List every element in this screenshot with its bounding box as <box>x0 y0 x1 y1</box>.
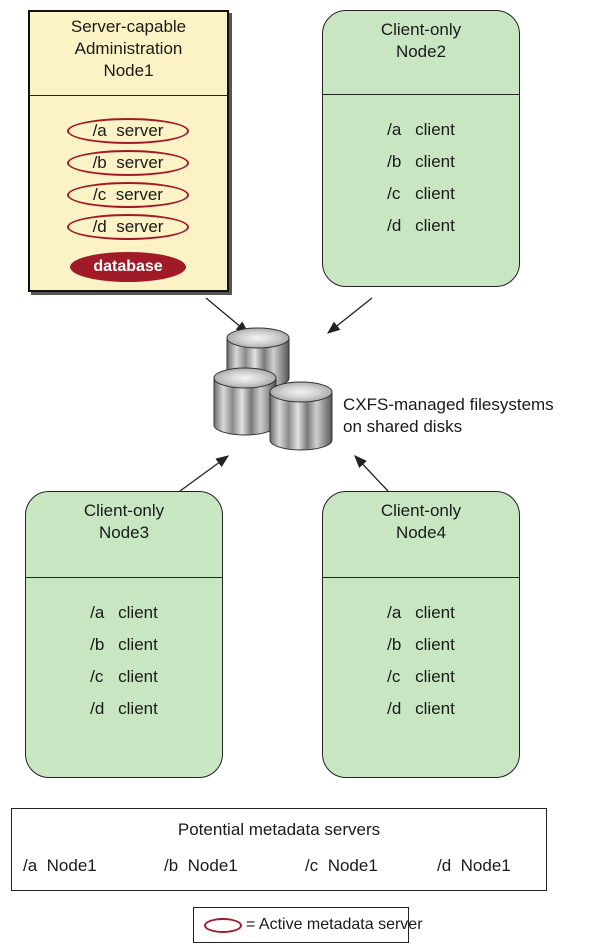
node4-box: Client-only Node4 /a client /b client /c cl… <box>322 491 520 778</box>
table-entry: /c Node1 <box>305 856 378 876</box>
fs-role: client <box>118 603 158 622</box>
node4-title-line: Client-only <box>380 501 462 520</box>
node1-box: Server-capable Administration Node1 /a s… <box>28 10 229 292</box>
entry-mount: /d <box>437 856 452 875</box>
fs-role: client <box>118 635 158 654</box>
fs-role: client <box>415 603 455 622</box>
node1-title-line: Node1 <box>103 61 154 80</box>
entry-node: Node1 <box>460 856 511 875</box>
arrow-node1-to-disks <box>205 297 249 334</box>
arrow-node2-to-disks <box>326 297 373 334</box>
node1-fs-a-active-server: /a server <box>67 118 189 144</box>
node1-fs-d-active-server: /d server <box>67 214 189 240</box>
database-badge: database <box>70 252 186 282</box>
fs-role: server <box>116 153 164 172</box>
fs-role: server <box>116 121 164 140</box>
fs-mount: /d <box>387 699 402 718</box>
fs-mount: /c <box>90 667 104 686</box>
node1-fs-b-active-server: /b server <box>67 150 189 176</box>
active-server-oval-icon <box>204 918 242 933</box>
node4-header: Client-only Node4 <box>323 492 519 578</box>
node4-fs-row: /d client <box>323 696 519 722</box>
table-entry: /a Node1 <box>23 856 97 876</box>
node1-fs-c-active-server: /c server <box>67 182 189 208</box>
fs-role: client <box>415 216 455 235</box>
fs-role: client <box>415 184 455 203</box>
node4-fs-row: /a client <box>323 600 519 626</box>
fs-role: client <box>118 667 158 686</box>
fs-role: server <box>115 185 163 204</box>
node3-header: Client-only Node3 <box>26 492 222 578</box>
node2-box: Client-only Node2 /a client /b client /c cl… <box>322 10 520 287</box>
fs-role: server <box>116 217 164 236</box>
entry-node: Node1 <box>46 856 97 875</box>
node2-fs-row: /d client <box>323 213 519 239</box>
fs-role: client <box>415 699 455 718</box>
node4-fs-row: /c client <box>323 664 519 690</box>
node3-fs-row: /d client <box>26 696 222 722</box>
fs-mount: /a <box>387 120 402 139</box>
fs-role: client <box>415 635 455 654</box>
shared-disks-label: CXFS-managed filesystems on shared disks <box>343 394 554 438</box>
node4-title-line: Node4 <box>395 523 447 542</box>
node2-fs-row: /a client <box>323 117 519 143</box>
node2-title-line: Client-only <box>380 20 462 39</box>
table-title: Potential metadata servers <box>177 820 381 839</box>
fs-role: client <box>415 152 455 171</box>
fs-role: client <box>415 120 455 139</box>
node4-fs-row: /b client <box>323 632 519 658</box>
node1-header: Server-capable Administration Node1 <box>30 12 227 96</box>
fs-mount: /a <box>387 603 402 622</box>
fs-mount: /b <box>90 635 105 654</box>
node2-header: Client-only Node2 <box>323 11 519 95</box>
fs-mount: /c <box>387 184 401 203</box>
fs-mount: /b <box>387 152 402 171</box>
entry-mount: /a <box>23 856 38 875</box>
fs-mount: /b <box>387 635 402 654</box>
node1-title-line: Administration <box>74 39 183 58</box>
potential-metadata-servers-table: Potential metadata servers /a Node1 /b N… <box>11 808 547 891</box>
fs-mount: /a <box>92 121 107 140</box>
node3-fs-row: /c client <box>26 664 222 690</box>
shared-disks-icon <box>213 327 333 451</box>
fs-mount: /a <box>90 603 105 622</box>
fs-mount: /b <box>92 153 107 172</box>
fs-mount: /d <box>387 216 402 235</box>
node3-fs-row: /a client <box>26 600 222 626</box>
arrow-node4-to-disks <box>354 455 389 492</box>
node1-title-line: Server-capable <box>70 17 187 36</box>
node3-fs-row: /b client <box>26 632 222 658</box>
entry-node: Node1 <box>327 856 378 875</box>
fs-mount: /d <box>90 699 105 718</box>
shared-disks-label-line: CXFS-managed filesystems <box>343 395 554 414</box>
entry-mount: /b <box>164 856 179 875</box>
fs-role: client <box>415 667 455 686</box>
entry-node: Node1 <box>187 856 238 875</box>
arrow-node3-to-disks <box>179 455 230 492</box>
table-entry: /d Node1 <box>437 856 511 876</box>
fs-mount: /c <box>387 667 401 686</box>
node3-title-line: Node3 <box>98 523 150 542</box>
fs-mount: /c <box>93 185 107 204</box>
legend-text: = Active metadata server <box>246 916 423 933</box>
shared-disks-label-line: on shared disks <box>343 417 463 436</box>
fs-mount: /d <box>92 217 107 236</box>
fs-role: client <box>118 699 158 718</box>
node3-box: Client-only Node3 /a client /b client /c cl… <box>25 491 223 778</box>
node2-fs-row: /c client <box>323 181 519 207</box>
legend: = Active metadata server <box>193 907 423 943</box>
table-entry: /b Node1 <box>164 856 238 876</box>
node3-title-line: Client-only <box>83 501 165 520</box>
node2-title-line: Node2 <box>395 42 447 61</box>
node2-fs-row: /b client <box>323 149 519 175</box>
entry-mount: /c <box>305 856 319 875</box>
